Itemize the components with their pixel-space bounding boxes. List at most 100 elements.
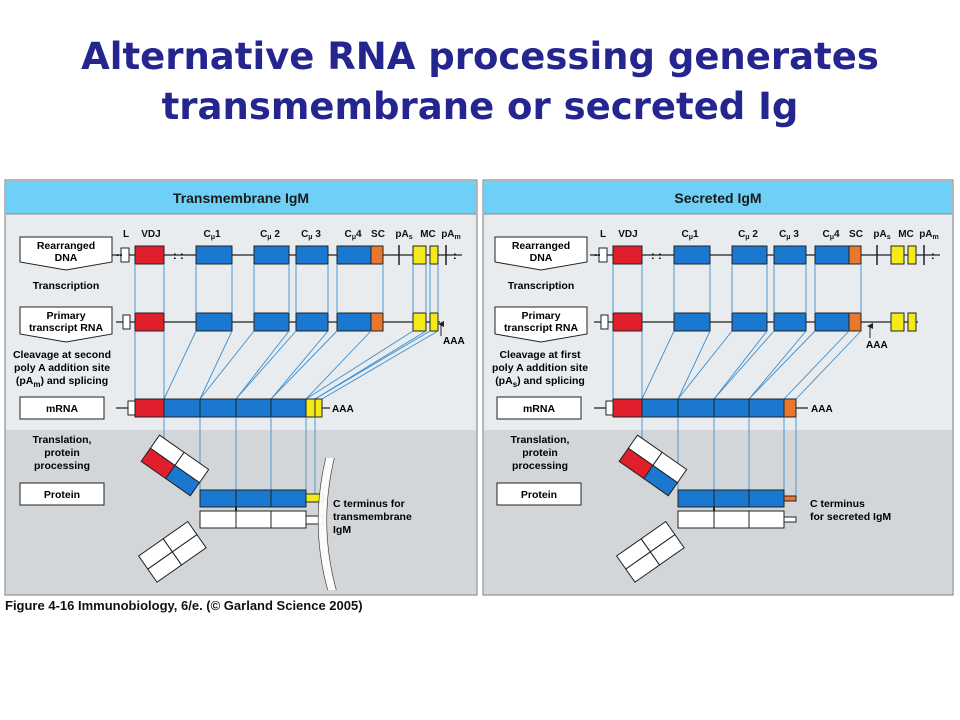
panel-header: Transmembrane IgM — [173, 190, 309, 206]
step-transcription: Transcription — [33, 280, 100, 292]
svg-text:Cleavage at second: Cleavage at second — [13, 349, 111, 361]
slide-title: Alternative RNA processing generates tra… — [0, 32, 960, 132]
igm-secreted-protein — [615, 434, 797, 583]
title-line-2: transmembrane or secreted Ig — [161, 85, 799, 128]
svg-text:Cμ 3: Cμ 3 — [301, 229, 321, 241]
secreted-terminus-label: C terminus for secreted IgM — [810, 498, 891, 523]
panel-header: Secreted IgM — [674, 190, 761, 206]
svg-text:Cμ 2: Cμ 2 — [260, 229, 280, 241]
svg-text:(pAs) and splicing: (pAs) and splicing — [495, 375, 585, 389]
svg-text:C terminus for: C terminus for — [333, 498, 405, 510]
step-translation: Translation, protein processing — [511, 434, 570, 472]
mrna-row: AAA — [116, 398, 354, 418]
svg-text:Cμ 2: Cμ 2 — [738, 229, 758, 241]
title-line-1: Alternative RNA processing generates — [81, 35, 879, 78]
mrna-box: mRNA — [496, 396, 582, 420]
svg-text:transcript RNA: transcript RNA — [29, 322, 104, 334]
svg-text::: : — [658, 250, 662, 262]
svg-text:for secreted IgM: for secreted IgM — [810, 511, 891, 523]
gene-labels: L VDJ Cμ1 Cμ 2 Cμ 3 Cμ4 SC pAs MC pAm — [123, 229, 461, 241]
svg-text:Primary: Primary — [521, 310, 560, 322]
primary-transcript-box: Primary transcript RNA — [494, 306, 588, 343]
svg-text:mRNA: mRNA — [46, 403, 79, 415]
svg-text:mRNA: mRNA — [523, 403, 556, 415]
svg-text::: : — [931, 250, 935, 262]
mrna-to-protein-connectors — [163, 417, 316, 496]
protein-box: Protein — [496, 482, 582, 506]
gene-labels: L VDJ Cμ1 Cμ 2 Cμ 3 Cμ4 SC pAs MC pAm — [600, 229, 939, 241]
svg-text:pAm: pAm — [919, 229, 939, 241]
panel-secreted: Secreted IgM Rearranged DNA Transcriptio… — [482, 179, 954, 596]
primary-polya-label: AAA — [866, 340, 888, 351]
dna-to-rna-connectors — [612, 264, 862, 313]
mrna-box: mRNA — [19, 396, 105, 420]
svg-text:transmembrane: transmembrane — [333, 511, 412, 523]
svg-text:pAm: pAm — [441, 229, 461, 241]
rearranged-dna-box: Rearranged DNA — [494, 236, 588, 271]
svg-text::: : — [180, 250, 184, 262]
svg-text:Cμ 3: Cμ 3 — [779, 229, 799, 241]
panel-header-band — [6, 181, 476, 214]
svg-text:processing: processing — [512, 460, 568, 472]
step-cleavage: Cleavage at second poly A addition site … — [13, 349, 111, 389]
svg-text:Translation,: Translation, — [511, 434, 570, 446]
svg-text::: : — [453, 250, 457, 262]
mrna-polya-label: AAA — [811, 404, 833, 415]
transmembrane-terminus-label: C terminus for transmembrane IgM — [333, 498, 412, 536]
svg-text::: : — [651, 250, 655, 262]
svg-text:Cμ4: Cμ4 — [822, 229, 840, 241]
primary-transcript-row: AAA — [594, 312, 918, 351]
svg-text:Translation,: Translation, — [33, 434, 92, 446]
dna-row: ·· : : : — [590, 245, 940, 265]
svg-text:Protein: Protein — [521, 489, 557, 501]
svg-text:Primary: Primary — [46, 310, 85, 322]
svg-text:Cμ1: Cμ1 — [203, 229, 221, 241]
step-transcription: Transcription — [508, 280, 575, 292]
svg-text:DNA: DNA — [55, 252, 78, 264]
svg-text:Rearranged: Rearranged — [512, 240, 570, 252]
figure-caption: Figure 4-16 Immunobiology, 6/e. (© Garla… — [5, 598, 363, 613]
rna-to-mrna-connectors — [134, 330, 439, 400]
panel-header-band — [484, 181, 952, 214]
svg-text:transcript RNA: transcript RNA — [504, 322, 579, 334]
mrna-row: AAA — [594, 398, 833, 418]
svg-text:Cleavage at first: Cleavage at first — [499, 349, 581, 361]
dna-to-rna-connectors — [134, 264, 439, 313]
svg-text:SC: SC — [849, 229, 863, 240]
svg-text:Rearranged: Rearranged — [37, 240, 95, 252]
svg-text:poly A addition site: poly A addition site — [492, 362, 588, 374]
primary-polya-label: AAA — [443, 336, 465, 347]
svg-text:VDJ: VDJ — [618, 229, 637, 240]
rearranged-dna-box: Rearranged DNA — [19, 236, 113, 271]
primary-transcript-row: AAA — [116, 312, 465, 347]
rna-to-mrna-connectors — [612, 330, 862, 400]
dna-row: ·· : : : — [112, 245, 462, 265]
step-translation: Translation, protein processing — [33, 434, 92, 472]
svg-text:(pAm) and splicing: (pAm) and splicing — [16, 375, 108, 389]
svg-text:VDJ: VDJ — [141, 229, 160, 240]
svg-text:poly A addition site: poly A addition site — [14, 362, 110, 374]
svg-text:IgM: IgM — [333, 524, 351, 536]
svg-text:L: L — [600, 229, 606, 240]
igm-transmembrane-protein — [137, 434, 337, 591]
svg-text:processing: processing — [34, 460, 90, 472]
svg-text:protein: protein — [44, 447, 80, 459]
svg-text:protein: protein — [522, 447, 558, 459]
svg-text:··: ·· — [116, 250, 123, 262]
svg-text:MC: MC — [420, 229, 436, 240]
svg-text:··: ·· — [594, 250, 601, 262]
svg-text:pAs: pAs — [873, 229, 890, 241]
svg-text:L: L — [123, 229, 129, 240]
svg-text:DNA: DNA — [530, 252, 553, 264]
svg-text:C terminus: C terminus — [810, 498, 865, 510]
svg-text:MC: MC — [898, 229, 914, 240]
svg-text:Cμ4: Cμ4 — [344, 229, 362, 241]
svg-text:Cμ1: Cμ1 — [681, 229, 699, 241]
protein-box: Protein — [19, 482, 105, 506]
primary-transcript-box: Primary transcript RNA — [19, 306, 113, 343]
svg-text:SC: SC — [371, 229, 385, 240]
svg-text:Protein: Protein — [44, 489, 80, 501]
svg-text:pAs: pAs — [395, 229, 412, 241]
panel-transmembrane: Transmembrane IgM Rearranged DNA Transcr… — [4, 179, 478, 596]
